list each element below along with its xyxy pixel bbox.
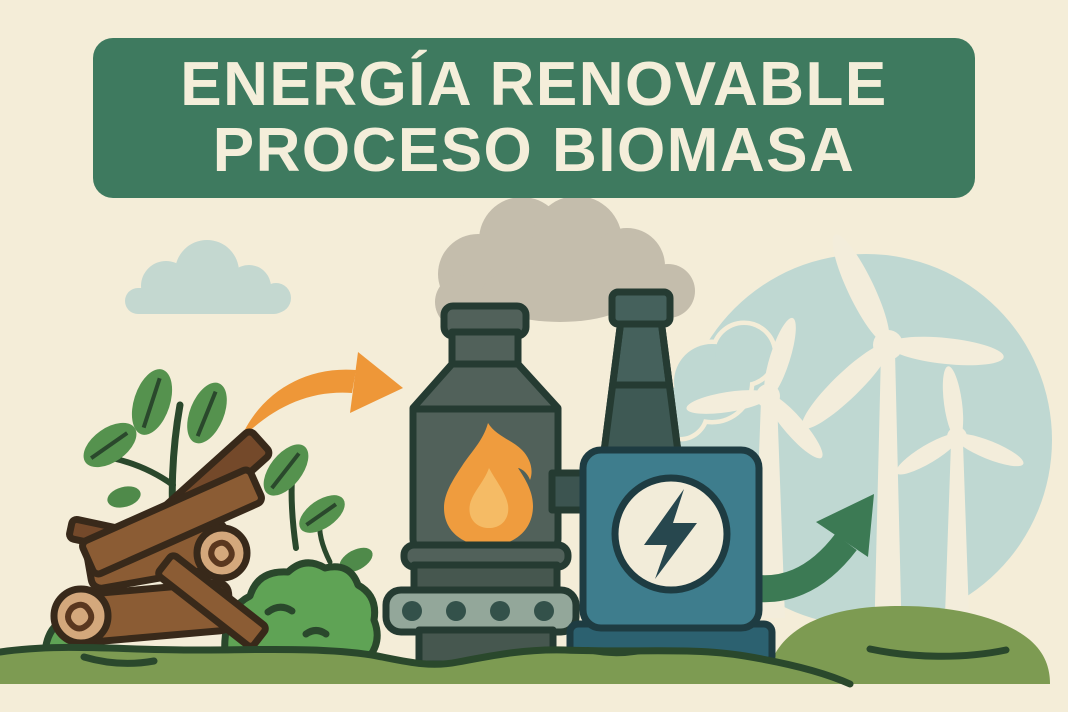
grass-mound-right xyxy=(766,605,1050,684)
flame-icon xyxy=(444,423,533,546)
wind-turbine-left xyxy=(686,317,823,618)
furnace-neck xyxy=(448,328,522,370)
title-banner: ENERGÍA RENOVABLE PROCESO BIOMASA xyxy=(93,38,975,198)
sky-cloud-bump xyxy=(650,320,778,442)
wind-turbines xyxy=(686,234,1024,645)
wind-turbine-right xyxy=(895,366,1024,616)
orange-arrow-icon xyxy=(240,352,403,440)
chimney-cap xyxy=(608,288,674,328)
cloud-icon xyxy=(125,240,291,314)
green-leaves xyxy=(83,369,373,573)
title-line-2: PROCESO BIOMASA xyxy=(212,116,856,185)
lightning-bolt-icon xyxy=(644,489,697,579)
electric-generator xyxy=(566,446,776,668)
log-cut-end xyxy=(50,585,112,647)
log-cut-end xyxy=(193,524,251,582)
rivets xyxy=(402,601,554,621)
grass-mound-detail xyxy=(866,645,1010,660)
wind-turbine-center xyxy=(801,234,1004,645)
log-pile xyxy=(50,428,273,650)
factory-chimney xyxy=(600,288,682,456)
title-line-1: ENERGÍA RENOVABLE xyxy=(180,50,888,119)
grass-field xyxy=(0,643,854,688)
smoke-icon xyxy=(435,196,695,329)
biomass-furnace xyxy=(382,302,600,668)
